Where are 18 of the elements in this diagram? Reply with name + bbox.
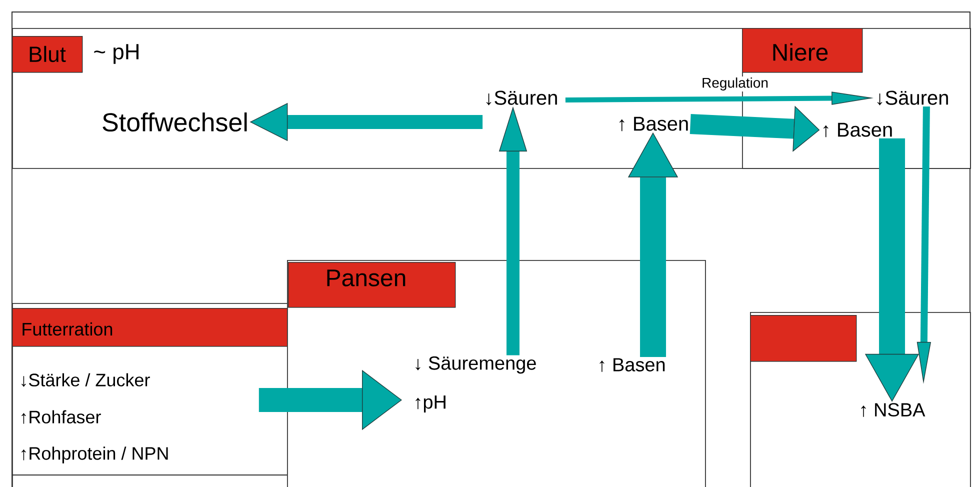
node-text: ↑pH bbox=[416, 396, 446, 412]
section-header: Futterration bbox=[12, 308, 288, 347]
node-text: ↑ Basen bbox=[620, 116, 688, 132]
node-text: ↑ Basen bbox=[824, 122, 892, 138]
node-text: ↑ Basen bbox=[600, 358, 665, 372]
list-item: ↓Stärke / Zucker bbox=[22, 373, 150, 387]
section-header: Pansen bbox=[288, 262, 456, 308]
node-text: ↓Säuren bbox=[486, 90, 557, 106]
section-header: Niere bbox=[742, 28, 863, 73]
heading-text: ~ pH bbox=[94, 44, 138, 64]
node-text: ↑ NSBA bbox=[861, 403, 926, 417]
section-header: Blut bbox=[12, 36, 83, 73]
list-item: ↑Rohfaser bbox=[22, 410, 101, 424]
edge-label: Regulation bbox=[700, 76, 770, 92]
list-item: ↑Rohprotein / NPN bbox=[22, 446, 168, 464]
node-text: ↓Säuren bbox=[877, 90, 948, 106]
node-text: Stoffwechsel bbox=[102, 112, 247, 132]
node-text: ↓ Säuremenge bbox=[416, 356, 536, 374]
